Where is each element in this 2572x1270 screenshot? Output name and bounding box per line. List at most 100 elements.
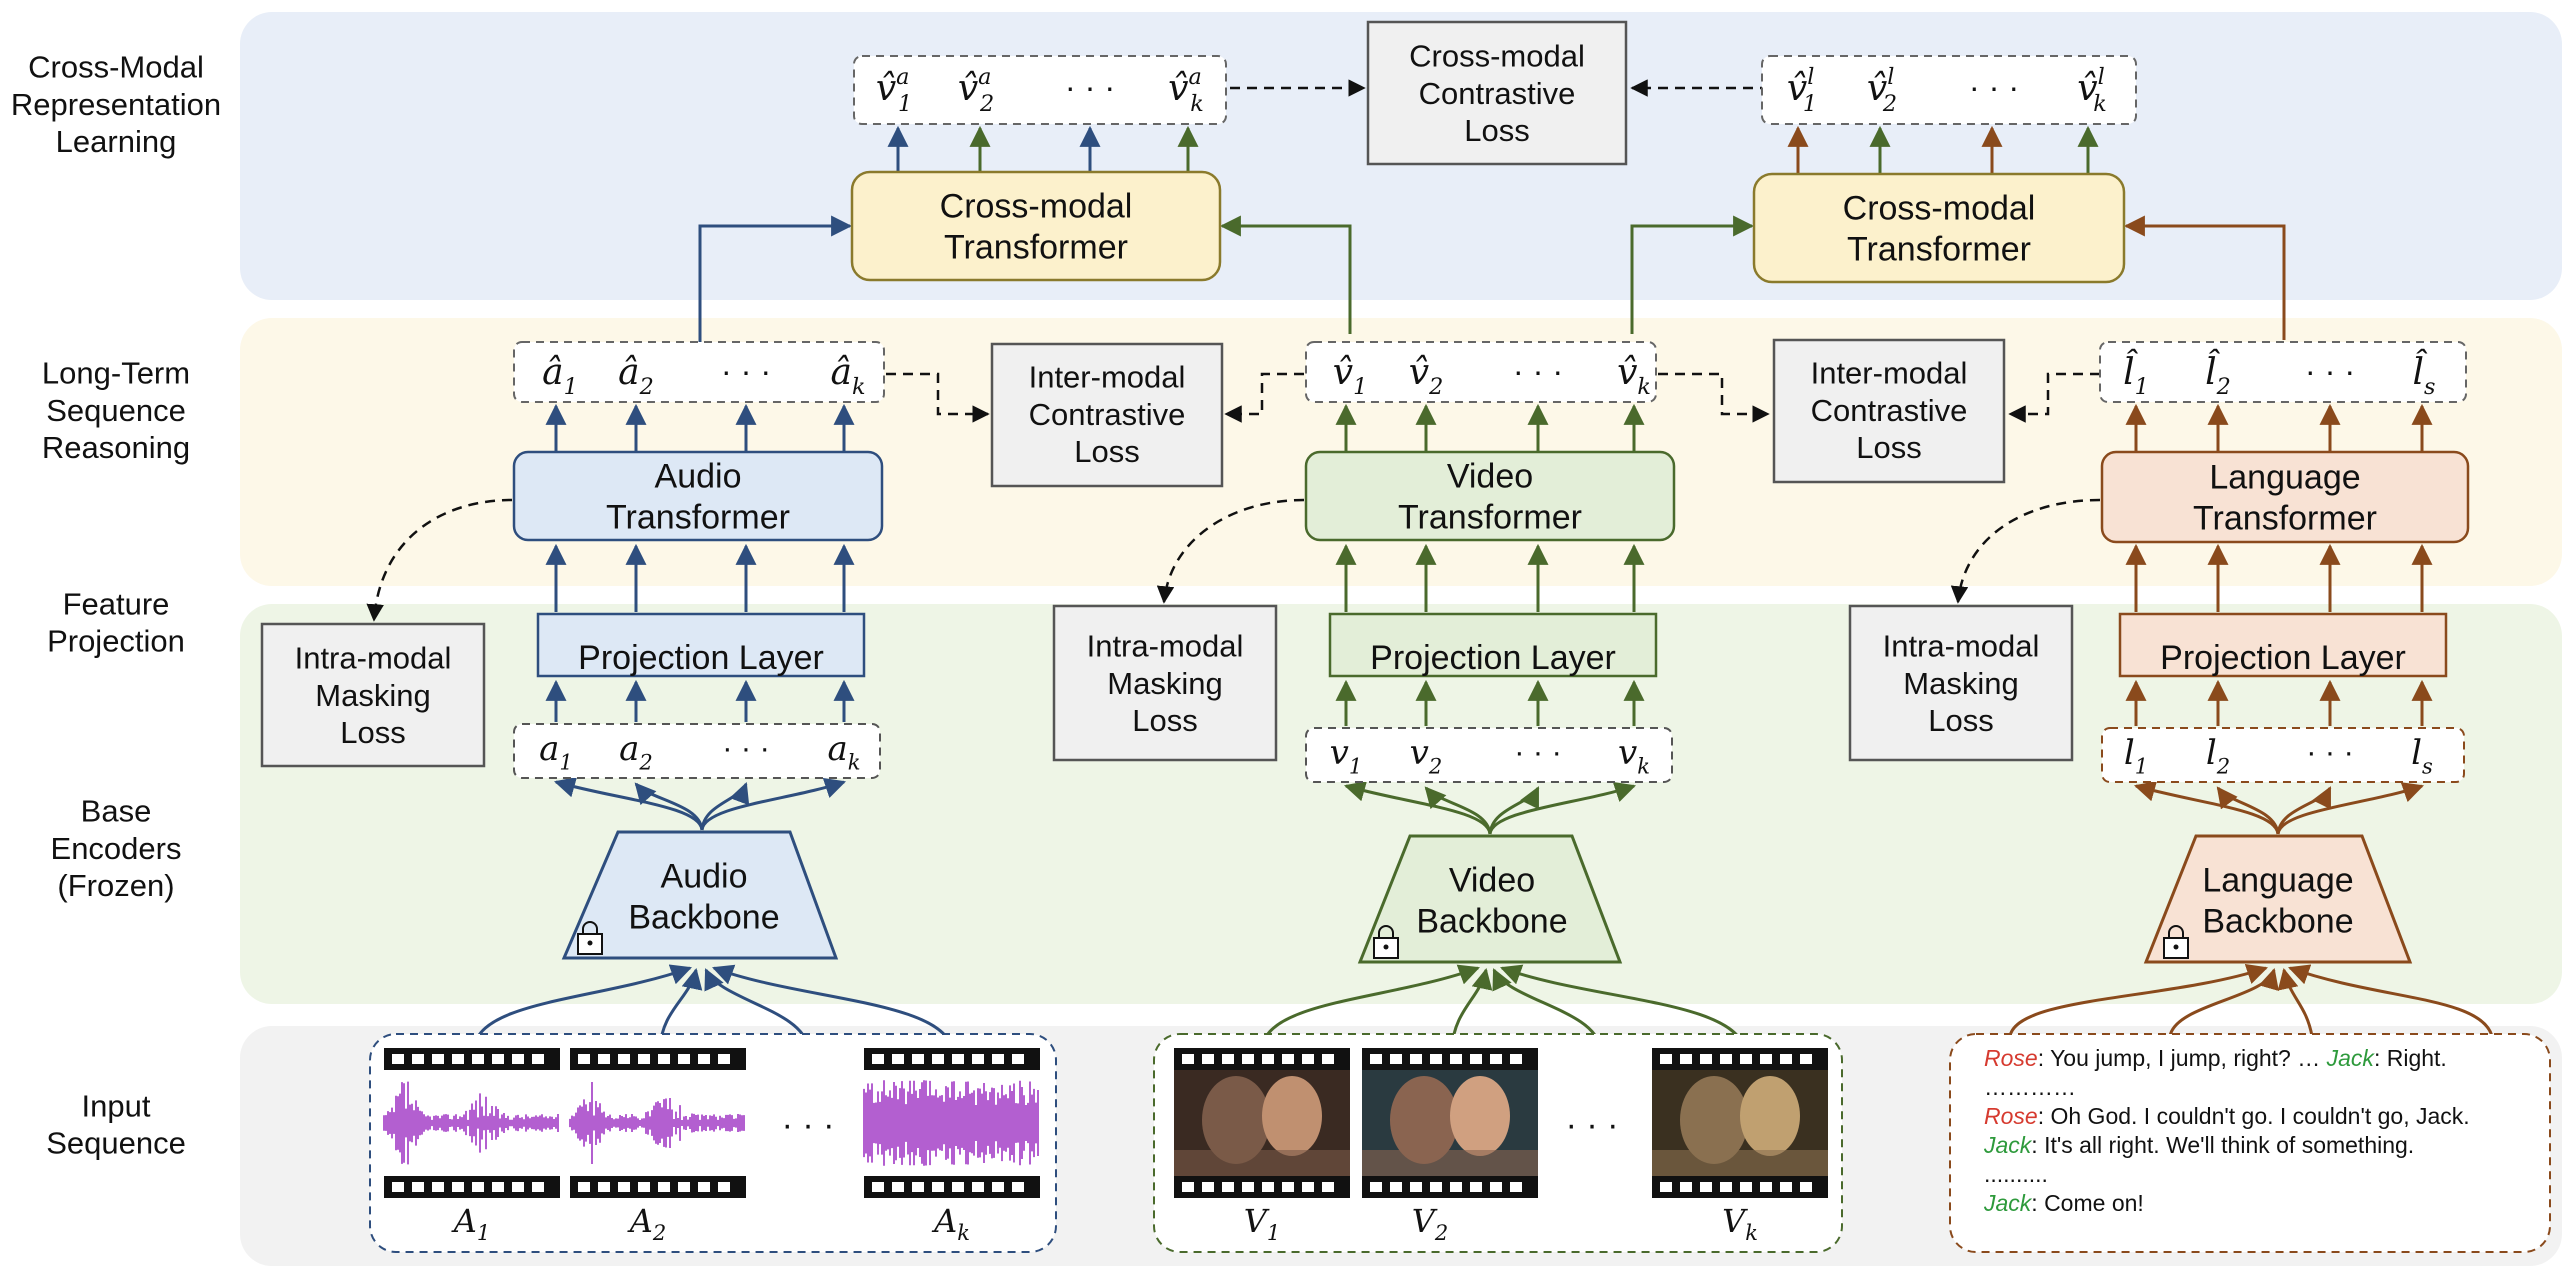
token-symbol: â2 <box>618 352 654 400</box>
token-symbol: v1 <box>1330 733 1363 779</box>
video-clip-label: V1 <box>1244 1202 1280 1245</box>
video-transformer-box <box>1304 450 1676 542</box>
audio-clip-label: A1 <box>451 1202 490 1245</box>
token-symbol: l1 <box>2124 733 2148 779</box>
tokens-video-hat: v̂1 v̂2 v̂k · · · <box>1333 352 1651 400</box>
token-symbol: ak <box>827 729 860 775</box>
token-symbol: l̂1 <box>2123 349 2149 400</box>
token-symbol: ls <box>2411 733 2433 779</box>
cm-contrastive-loss-box <box>1366 20 1628 166</box>
token-row-video-hat <box>1305 341 1657 403</box>
inter-loss-av-box <box>990 342 1224 488</box>
arrows-projection-to-transformer <box>545 543 2433 612</box>
tokens-language-hat: l̂1 l̂2 l̂s · · · <box>2123 349 2435 400</box>
token-symbol: v̂1 <box>1333 352 1368 400</box>
dashed-connectors <box>366 79 2101 622</box>
dialogue-line: Rose: You jump, I jump, right? … Jack: R… <box>1984 1045 2447 1071</box>
arrows-input-to-backbone <box>472 964 2494 1049</box>
token-ellipsis: · · · <box>2305 353 2355 389</box>
token-symbol: v2 <box>1410 733 1443 779</box>
token-ellipsis: · · · <box>721 353 771 389</box>
lock-icon <box>1373 925 1399 959</box>
token-symbol: l̂2 <box>2205 349 2231 400</box>
token-row-language-raw <box>2101 727 2465 783</box>
video-clip <box>1652 1048 1828 1198</box>
dialogue-line: ………… <box>1984 1074 2076 1100</box>
token-row-cm-audio <box>853 55 1227 125</box>
inter-loss-vl-box <box>1772 338 2006 484</box>
language-transformer-box <box>2100 450 2470 544</box>
arrows-raw-to-projection <box>545 679 2433 726</box>
token-symbol: l2 <box>2206 733 2230 779</box>
token-ellipsis: · · · <box>1513 353 1563 389</box>
token-ellipsis: · · · <box>1065 69 1115 105</box>
token-symbol: v̂k <box>1617 352 1651 400</box>
dialogue-line: Jack: Come on! <box>1983 1190 2144 1216</box>
token-row-language-hat <box>2099 341 2467 403</box>
token-symbol: v̂2 <box>1409 352 1444 400</box>
projection-video-label: Projection Layer <box>1370 639 1616 677</box>
intra-loss-video-box <box>1052 604 1278 762</box>
audio-transformer-box <box>512 450 884 542</box>
audio-backbone-shape <box>561 830 839 960</box>
audio-clip <box>863 1048 1040 1198</box>
lock-icon <box>577 921 603 955</box>
audio-clips-ellipsis: · · · <box>782 1106 835 1144</box>
token-row-cm-language <box>1761 55 2137 125</box>
audio-clip-label: A2 <box>627 1202 666 1245</box>
token-symbol: vk <box>1618 733 1650 779</box>
projection-language-label: Projection Layer <box>2160 639 2406 677</box>
token-symbol: âk <box>831 352 866 400</box>
dialogue-line: Jack: It's all right. We'll think of som… <box>1983 1132 2414 1158</box>
video-clip <box>1174 1048 1350 1198</box>
audio-clip-label: Ak <box>931 1202 970 1245</box>
arrows-tokens-to-crossmodal <box>698 215 2286 344</box>
video-clips <box>1174 1048 1828 1198</box>
cm-transformer-av-box <box>850 170 1222 282</box>
audio-clip <box>383 1048 560 1198</box>
dialogue-line: .......... <box>1984 1161 2048 1187</box>
intra-loss-audio-box <box>260 622 486 768</box>
projection-audio-label: Projection Layer <box>578 639 824 677</box>
token-symbol: a2 <box>619 729 653 775</box>
lock-icon <box>2163 925 2189 959</box>
cm-transformer-lv-box <box>1752 172 2126 284</box>
token-row-audio-raw <box>513 723 881 779</box>
arrows-backbone-to-tokens <box>553 777 2424 835</box>
token-row-audio-hat <box>513 341 885 403</box>
audio-clips <box>383 1048 1040 1198</box>
dialogue-text: Rose: You jump, I jump, right? … Jack: R… <box>1983 1045 2470 1216</box>
token-symbol: l̂s <box>2413 349 2436 400</box>
video-clip-label: V2 <box>1412 1202 1448 1245</box>
token-ellipsis: · · · <box>722 731 770 765</box>
video-clips-ellipsis: · · · <box>1566 1106 1619 1144</box>
arrows-transformer-to-tokens <box>545 403 2433 452</box>
